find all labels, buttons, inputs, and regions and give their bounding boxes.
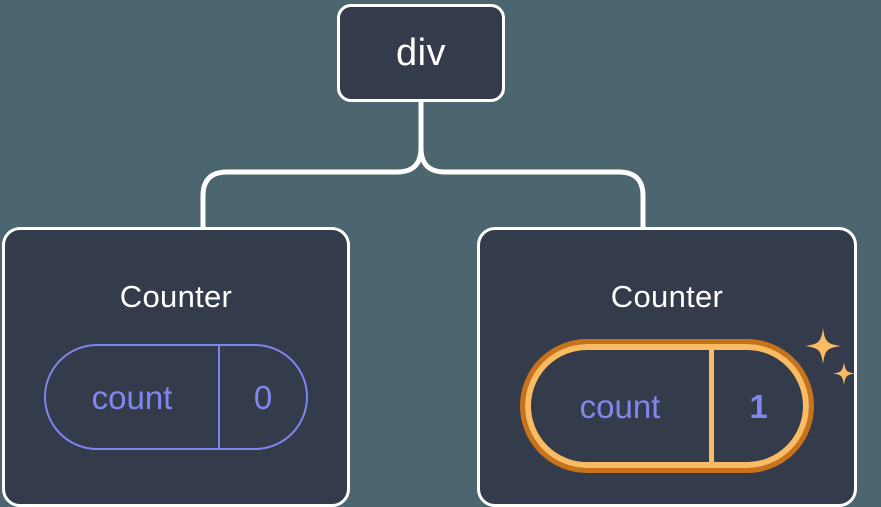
node-counter-left[interactable]: Counter count 0 <box>2 227 350 507</box>
sparkle-large-icon <box>805 328 841 364</box>
state-key-label: count <box>91 378 173 416</box>
node-counter-right[interactable]: Counter count 1 <box>477 227 857 507</box>
node-div[interactable]: div <box>337 4 505 102</box>
state-key-label: count <box>579 387 661 425</box>
node-div-label: div <box>395 32 447 74</box>
state-pill-wrapper-left: count 0 <box>44 344 308 450</box>
connector-branch-right <box>418 145 646 231</box>
connector-branch-left <box>200 145 424 231</box>
diagram-canvas: div Counter count 0 Counter count 1 <box>2 4 857 507</box>
state-pill-count-highlighted[interactable]: count 1 <box>520 339 814 473</box>
state-pill-count[interactable]: count 0 <box>44 344 308 450</box>
counter-title: Counter <box>119 279 233 314</box>
state-pill-wrapper-right: count 1 <box>520 328 855 473</box>
state-value-label: 0 <box>218 346 306 448</box>
sparkle-group <box>805 328 855 385</box>
sparkle-small-icon <box>833 362 855 385</box>
counter-title: Counter <box>610 279 724 314</box>
state-value-label: 1 <box>709 350 803 462</box>
